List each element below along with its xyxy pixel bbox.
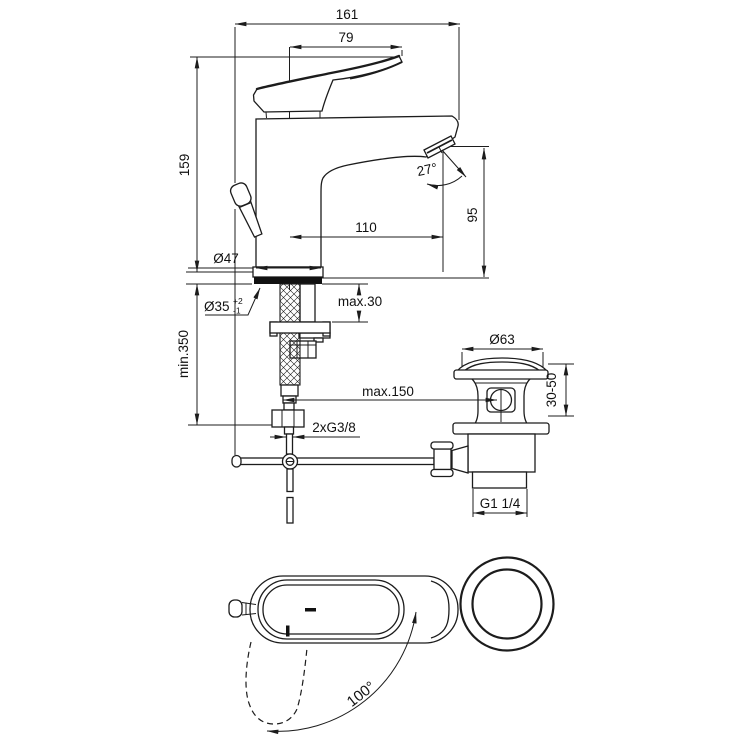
plan-knob <box>228 599 243 618</box>
dim-base-diameter: Ø47 <box>213 251 239 266</box>
dim-max-deck-thickness: max.30 <box>338 294 382 309</box>
dim-supply-thread: 2xG3/8 <box>312 420 356 435</box>
dim-handle-swivel: 100° <box>344 678 379 711</box>
dim-hole-tol-plus: +2 <box>233 296 243 306</box>
horizontal-pull-rod <box>239 457 435 466</box>
dim-lever-length: 79 <box>338 30 353 45</box>
braided-hose-upper <box>279 283 301 323</box>
plan-view <box>228 556 555 725</box>
dim-max-rod-length: max.150 <box>362 384 414 399</box>
indicator-mark-h <box>305 608 316 612</box>
faucet-body-outline <box>255 115 459 268</box>
pull-rod-end <box>231 454 242 468</box>
dim-body-height: 159 <box>177 154 192 177</box>
mounting-bracket <box>269 321 331 334</box>
hose-connector <box>280 384 299 397</box>
plan-spout-ring-inner <box>471 568 543 640</box>
waste-flange <box>453 369 549 380</box>
dim-hole-tol-minus: -1 <box>233 306 241 316</box>
faucet-side-view <box>229 54 459 284</box>
dim-overall-depth: 161 <box>336 7 359 22</box>
hose-nut <box>271 409 305 428</box>
pop-up-rod-upper <box>285 433 294 455</box>
braided-hose-lower <box>279 332 301 386</box>
indicator-mark-v <box>286 625 290 637</box>
extension-lines <box>186 27 574 612</box>
handle-swung-position <box>245 641 308 725</box>
threaded-shank <box>299 283 316 323</box>
dim-min-hose-length: min.350 <box>176 330 191 378</box>
ball-joint <box>433 448 452 471</box>
swivel-arc <box>266 611 417 735</box>
dim-spout-height: 95 <box>465 207 480 222</box>
plan-handle <box>257 579 405 640</box>
waste-tailpipe <box>471 471 528 489</box>
dim-spout-reach: 110 <box>355 220 377 235</box>
dim-hole-diameter: Ø35 <box>204 299 230 314</box>
dim-waste-clamp-range: 30-50 <box>544 373 559 408</box>
dim-aerator-angle: 27° <box>416 160 439 179</box>
dimension-lines <box>194 21 569 735</box>
under-counter-assembly <box>231 283 435 524</box>
dim-waste-flange-diameter: Ø63 <box>489 332 515 347</box>
pull-rod-knob <box>229 182 263 238</box>
dim-waste-thread: G1 1/4 <box>480 496 521 511</box>
pop-up-waste <box>430 357 550 489</box>
base-gasket <box>254 277 322 284</box>
waste-body <box>467 433 536 473</box>
